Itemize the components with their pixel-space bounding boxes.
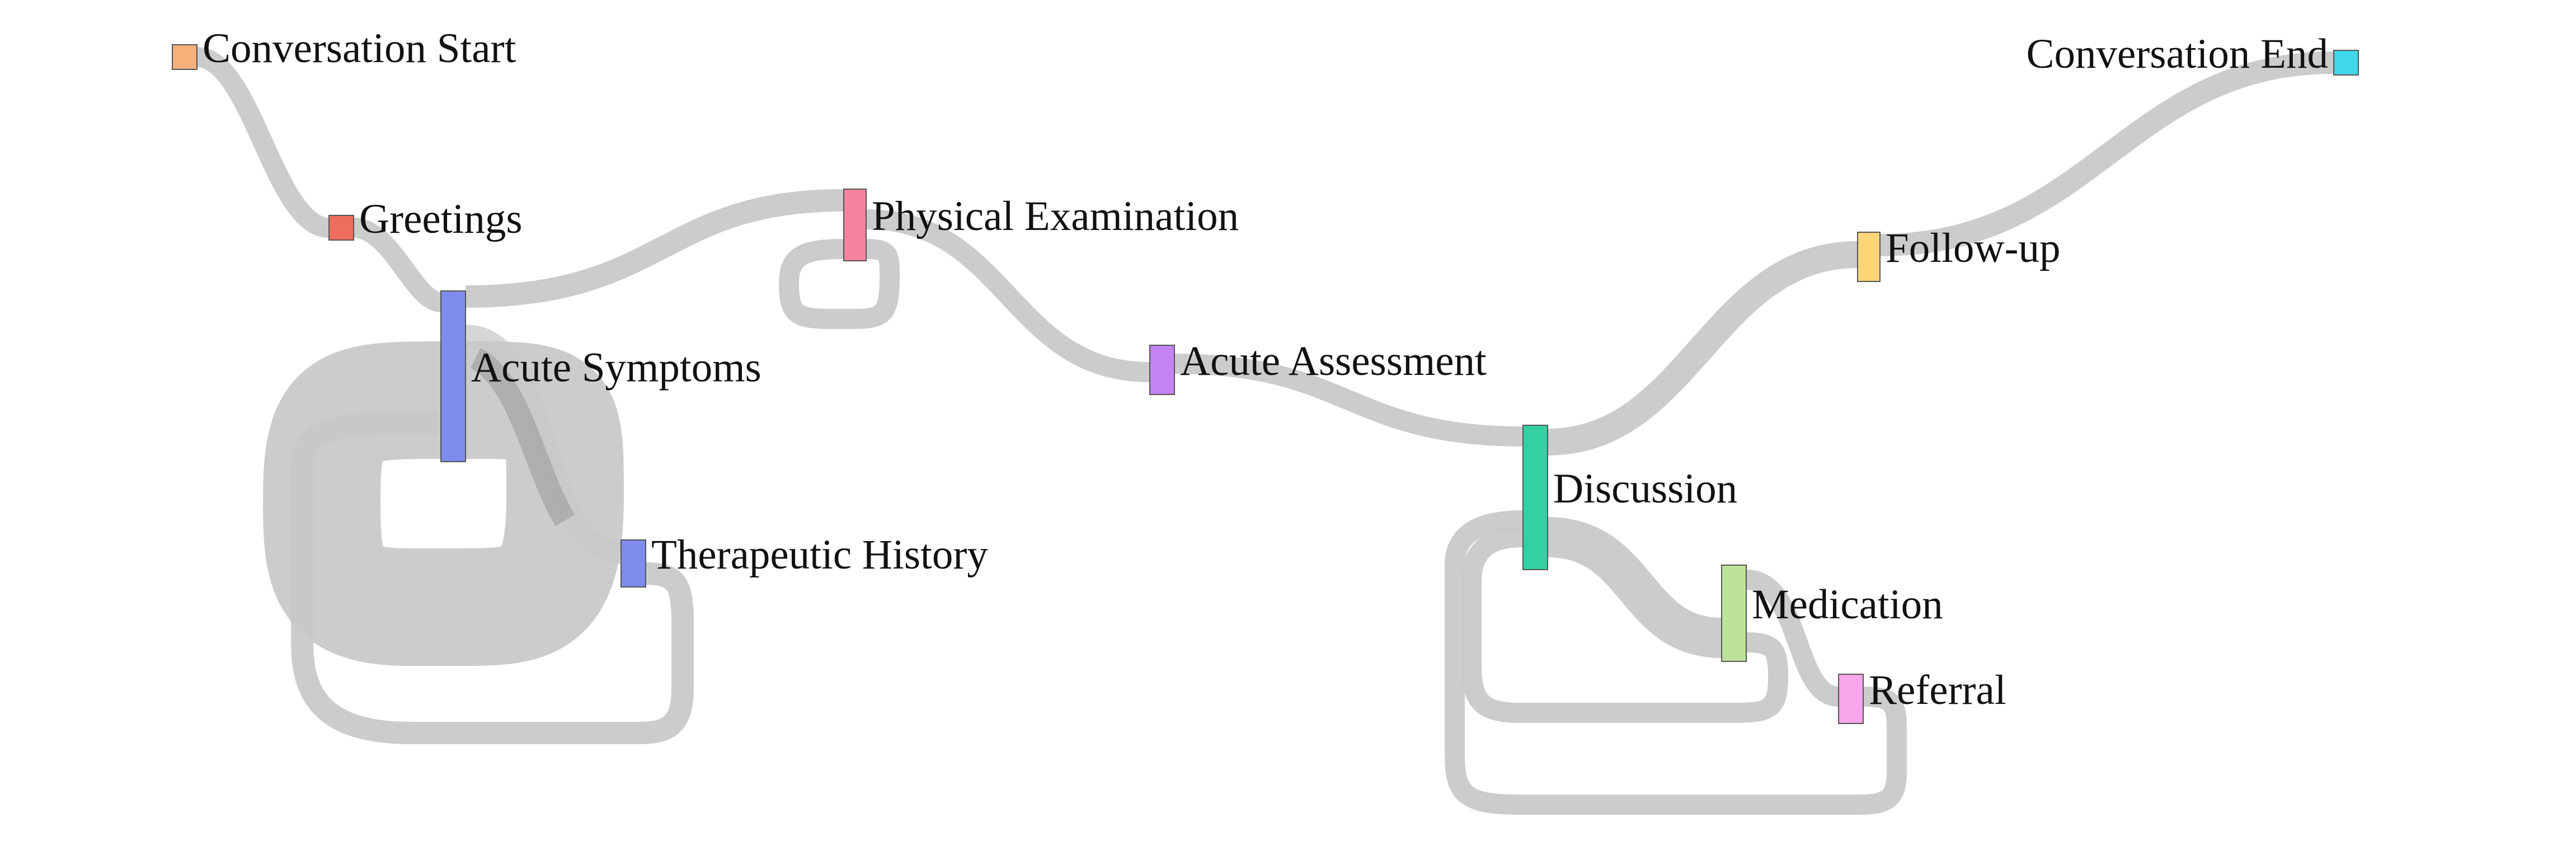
node-label-assessment: Acute Assessment <box>1180 338 1487 384</box>
link-medication-discussion <box>1461 527 1789 723</box>
link-discussion-followup <box>1547 241 1858 455</box>
node-start[interactable] <box>172 44 198 70</box>
link-overlap-shade <box>469 348 575 527</box>
node-label-therapeutic: Therapeutic History <box>651 532 988 578</box>
node-label-acute: Acute Symptoms <box>471 345 761 391</box>
link-medication-referral <box>1745 570 1840 707</box>
link-physical-physical <box>778 239 900 329</box>
link-acute-therapeutic <box>464 325 622 564</box>
node-referral[interactable] <box>1838 674 1864 724</box>
node-therapeutic[interactable] <box>621 539 646 588</box>
link-start-greetings <box>195 47 331 238</box>
node-assessment[interactable] <box>1149 345 1175 395</box>
node-label-discussion: Discussion <box>1553 466 1737 512</box>
node-label-greetings: Greetings <box>359 196 523 242</box>
link-assessment-discussion <box>1174 354 1524 447</box>
node-label-referral: Referral <box>1869 667 2006 713</box>
node-discussion[interactable] <box>1522 425 1548 570</box>
link-acute-physical <box>465 189 844 308</box>
node-label-start: Conversation Start <box>203 25 516 72</box>
link-followup-end <box>1879 51 2334 256</box>
node-label-physical: Physical Examination <box>872 193 1239 239</box>
node-label-medication: Medication <box>1752 581 1943 628</box>
node-medication[interactable] <box>1721 565 1747 662</box>
nodes-layer <box>172 44 2359 724</box>
link-physical-assessment <box>866 209 1150 382</box>
link-referral-discussion <box>1445 510 1907 815</box>
node-label-end: Conversation End <box>2026 31 2328 77</box>
link-therapeutic-acute <box>291 411 694 744</box>
link-greetings-acute <box>352 218 443 312</box>
links-layer <box>195 47 2334 815</box>
node-label-followup: Follow-up <box>1886 225 2061 271</box>
node-greetings[interactable] <box>328 215 354 241</box>
link-discussion-medication <box>1546 517 1723 658</box>
node-followup[interactable] <box>1857 232 1881 282</box>
node-acute[interactable] <box>440 290 466 462</box>
node-physical[interactable] <box>843 189 867 261</box>
node-end[interactable] <box>2333 50 2359 76</box>
